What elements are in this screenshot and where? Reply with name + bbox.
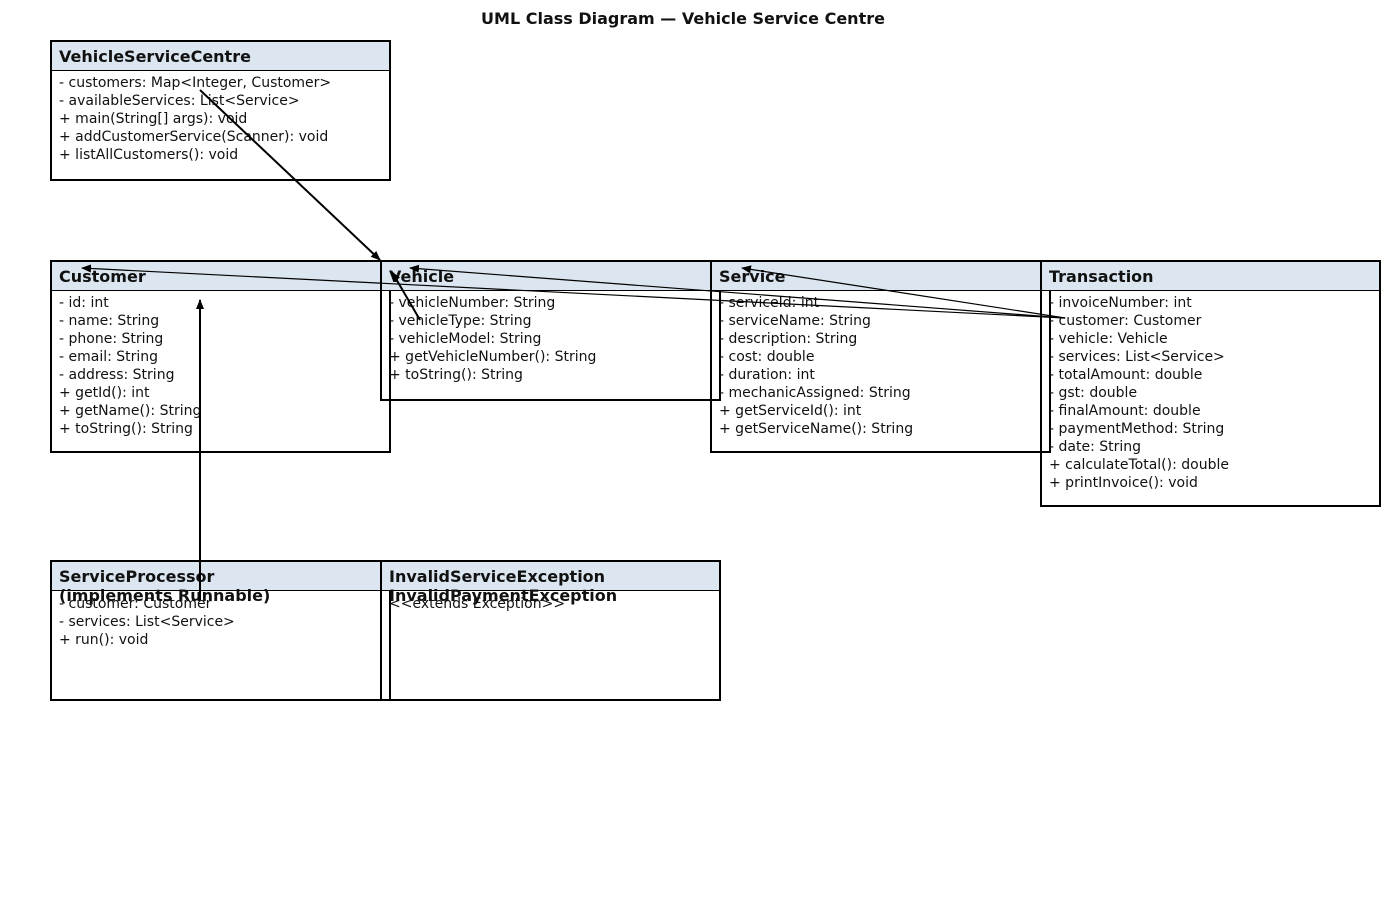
class-member: - services: List<Service>	[59, 614, 235, 630]
arrow-transaction-to-vehicle	[409, 264, 1066, 319]
class-member: - cost: double	[719, 349, 815, 365]
class-invalid-exceptions[interactable]: InvalidServiceException InvalidPaymentEx…	[380, 560, 721, 701]
class-member: - phone: String	[59, 331, 164, 347]
class-member: - customer: Customer	[1049, 313, 1202, 329]
class-members: <<extends Exception>>	[382, 591, 719, 613]
class-member: - date: String	[1049, 439, 1142, 455]
class-member: - mechanicAssigned: String	[719, 385, 911, 401]
class-member: - paymentMethod: String	[1049, 421, 1225, 437]
class-name-line2: (implements Runnable)	[59, 586, 271, 605]
class-members: - invoiceNumber: int - customer: Custome…	[1042, 291, 1379, 492]
class-member: + getId(): int	[59, 385, 150, 401]
class-member: - gst: double	[1049, 385, 1138, 401]
class-member: - availableServices: List<Service>	[59, 93, 300, 109]
class-member: - email: String	[59, 349, 159, 365]
class-name: InvalidServiceException InvalidPaymentEx…	[382, 562, 719, 605]
class-member: - services: List<Service>	[1049, 349, 1225, 365]
class-name-line1: InvalidServiceException	[389, 567, 606, 586]
arrow-transaction-to-customer	[81, 264, 1066, 319]
class-vehicle[interactable]: Vehicle - vehicleNumber: String - vehicl…	[380, 260, 721, 401]
class-name: Transaction	[1042, 262, 1379, 291]
class-customer[interactable]: Customer - id: int - name: String - phon…	[50, 260, 391, 453]
class-member: - address: String	[59, 367, 175, 383]
class-member: - description: String	[719, 331, 858, 347]
class-member: - totalAmount: double	[1049, 367, 1203, 383]
class-member: + toString(): String	[389, 367, 523, 383]
class-member: - customers: Map<Integer, Customer>	[59, 75, 332, 91]
class-member: - name: String	[59, 313, 160, 329]
class-members: - vehicleNumber: String - vehicleType: S…	[382, 291, 719, 384]
class-member: + printInvoice(): void	[1049, 475, 1198, 491]
arrow-centre-to-vehicle	[199, 89, 381, 261]
class-name: Vehicle	[382, 262, 719, 291]
class-member: - finalAmount: double	[1049, 403, 1201, 419]
class-member: - vehicle: Vehicle	[1049, 331, 1168, 347]
class-member: + getVehicleNumber(): String	[389, 349, 597, 365]
class-name: ServiceProcessor (implements Runnable)	[52, 562, 389, 605]
diagram-title: UML Class Diagram — Vehicle Service Cent…	[481, 9, 885, 28]
class-service-processor[interactable]: ServiceProcessor (implements Runnable) -…	[50, 560, 391, 701]
class-member: - vehicleModel: String	[389, 331, 542, 347]
class-member: + calculateTotal(): double	[1049, 457, 1229, 473]
class-members: - customers: Map<Integer, Customer> - av…	[52, 71, 389, 164]
class-members: - customer: Customer - services: List<Se…	[52, 591, 389, 649]
class-transaction[interactable]: Transaction - invoiceNumber: int - custo…	[1040, 260, 1381, 507]
class-member: + addCustomerService(Scanner): void	[59, 129, 329, 145]
class-name: Service	[712, 262, 1049, 291]
class-member: + getName(): String	[59, 403, 202, 419]
arrow-vehicle-link	[391, 271, 421, 321]
class-member: + main(String[] args): void	[59, 111, 248, 127]
class-member: + listAllCustomers(): void	[59, 147, 239, 163]
class-members: - id: int - name: String - phone: String…	[52, 291, 389, 438]
arrow-transaction-to-service	[741, 265, 1066, 319]
class-member: - id: int	[59, 295, 109, 311]
class-name: VehicleServiceCentre	[52, 42, 389, 71]
class-name-line2: InvalidPaymentException	[389, 586, 618, 605]
class-member: - vehicleNumber: String	[389, 295, 556, 311]
class-member: + toString(): String	[59, 421, 193, 437]
class-member: - duration: int	[719, 367, 815, 383]
class-member: - customer: Customer	[59, 596, 212, 612]
class-member: - serviceName: String	[719, 313, 871, 329]
class-member: - vehicleType: String	[389, 313, 532, 329]
class-member: + getServiceName(): String	[719, 421, 914, 437]
class-service[interactable]: Service - serviceId: int - serviceName: …	[710, 260, 1051, 453]
class-member: + getServiceId(): int	[719, 403, 862, 419]
class-name: Customer	[52, 262, 389, 291]
class-member: + run(): void	[59, 632, 149, 648]
class-members: - serviceId: int - serviceName: String -…	[712, 291, 1049, 438]
class-name-line1: ServiceProcessor	[59, 567, 215, 586]
class-member: - invoiceNumber: int	[1049, 295, 1192, 311]
class-member: <<extends Exception>>	[389, 596, 566, 612]
